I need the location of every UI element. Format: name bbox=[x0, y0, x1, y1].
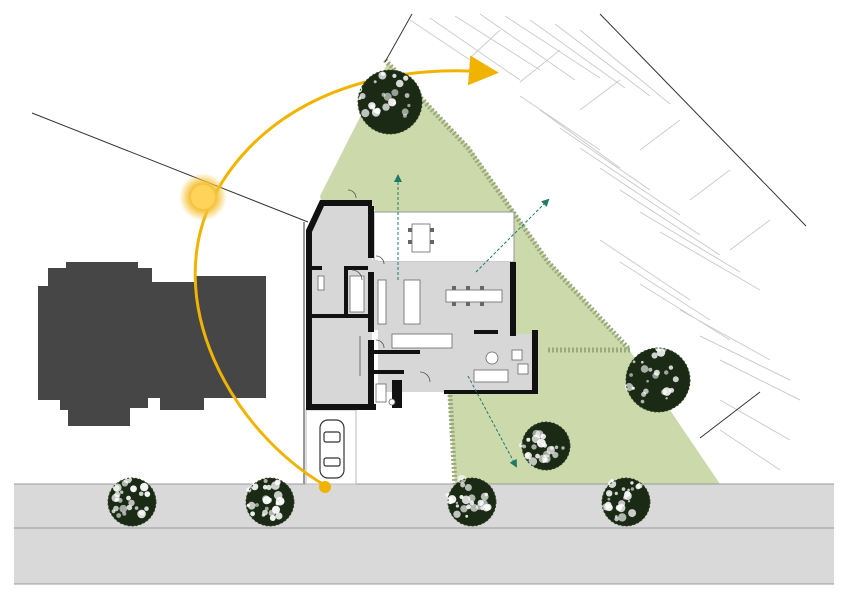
sun-icon bbox=[179, 173, 227, 221]
dining-chairs bbox=[408, 228, 484, 306]
door-swings bbox=[347, 189, 431, 383]
dining-table-icon-2 bbox=[445, 289, 503, 303]
view-southeast bbox=[467, 375, 517, 468]
slope-hatch bbox=[409, 13, 801, 471]
property-boundaries bbox=[31, 13, 807, 484]
kitchen-island-icon bbox=[403, 279, 421, 325]
street-tree-1 bbox=[107, 474, 157, 527]
tree-right bbox=[625, 345, 691, 413]
counter bbox=[377, 279, 387, 325]
house-walls bbox=[306, 200, 538, 410]
view-arrows bbox=[394, 174, 550, 468]
street-tree-2 bbox=[245, 477, 295, 527]
street-tree-3 bbox=[445, 474, 497, 527]
neighbour-building bbox=[38, 262, 266, 426]
interior-furniture bbox=[317, 223, 529, 406]
tree-garden bbox=[518, 421, 571, 471]
car-icon bbox=[319, 419, 345, 479]
street-tree-4 bbox=[601, 477, 651, 527]
garden-plot bbox=[320, 58, 720, 485]
dining-table-icon bbox=[411, 223, 431, 253]
round-table bbox=[485, 351, 499, 365]
sun-position-marker bbox=[319, 481, 331, 493]
sofa-icon bbox=[473, 369, 509, 383]
toilet-icon bbox=[388, 398, 396, 406]
tree-top bbox=[355, 69, 423, 135]
trees bbox=[107, 69, 691, 527]
terrace bbox=[373, 211, 515, 263]
view-northeast bbox=[475, 198, 550, 273]
